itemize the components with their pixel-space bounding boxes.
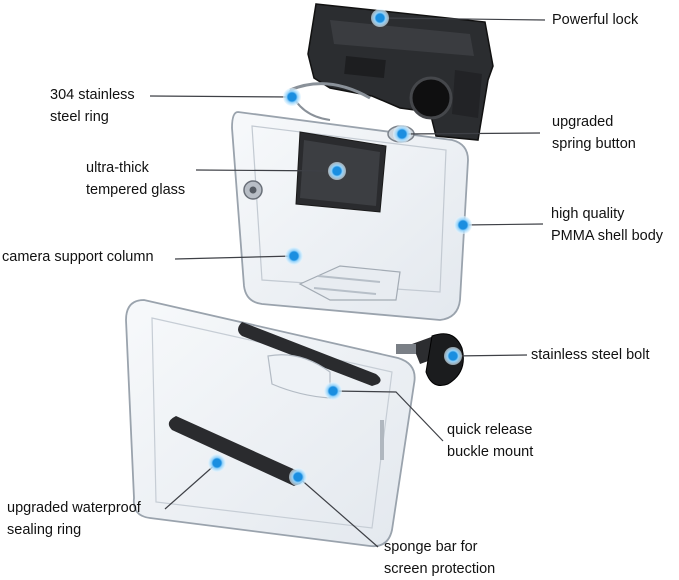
callout-dot-powerful-lock xyxy=(371,9,389,27)
label-steel-bolt: stainless steel bolt xyxy=(531,347,650,363)
label-sealing-ring: upgraded waterproof sealing ring xyxy=(7,500,141,538)
leader-support-column xyxy=(174,255,295,260)
leader-buckle-mount xyxy=(332,390,444,442)
callout-dot-tempered-glass xyxy=(328,162,346,180)
callout-dot-shell-body xyxy=(454,216,472,234)
callout-dot-buckle-mount xyxy=(324,382,342,400)
label-spring-button: upgraded spring button xyxy=(552,114,636,152)
label-shell-body: high quality PMMA shell body xyxy=(551,206,664,244)
label-steel-ring: 304 stainless steel ring xyxy=(50,87,135,125)
lock-latch xyxy=(307,3,494,141)
leader-powerful-lock xyxy=(379,17,546,21)
callout-dot-sponge-bar xyxy=(289,468,307,486)
label-powerful-lock: Powerful lock xyxy=(552,12,639,28)
label-sponge-bar: sponge bar for screen protection xyxy=(384,539,496,577)
back-door xyxy=(125,299,416,548)
callout-dot-support-column xyxy=(285,247,303,265)
leader-tempered-glass xyxy=(195,169,338,172)
leader-sealing-ring xyxy=(164,462,218,510)
leader-sponge-bar xyxy=(297,476,379,548)
label-support-column: camera support column xyxy=(2,249,154,265)
callout-dot-steel-ring xyxy=(283,88,301,106)
bolt-knob xyxy=(396,333,464,386)
leader-shell-body xyxy=(462,223,544,226)
callout-dot-spring-button xyxy=(393,125,411,143)
label-tempered-glass: ultra-thick tempered glass xyxy=(86,160,186,198)
leader-lines xyxy=(149,17,546,548)
leader-steel-bolt xyxy=(452,354,528,357)
leader-spring-button xyxy=(401,132,541,135)
leader-steel-ring xyxy=(149,95,293,98)
callout-dot-sealing-ring xyxy=(208,454,226,472)
callout-dot-steel-bolt xyxy=(444,347,462,365)
label-buckle-mount: quick release buckle mount xyxy=(447,422,534,460)
callout-dots xyxy=(208,9,472,486)
